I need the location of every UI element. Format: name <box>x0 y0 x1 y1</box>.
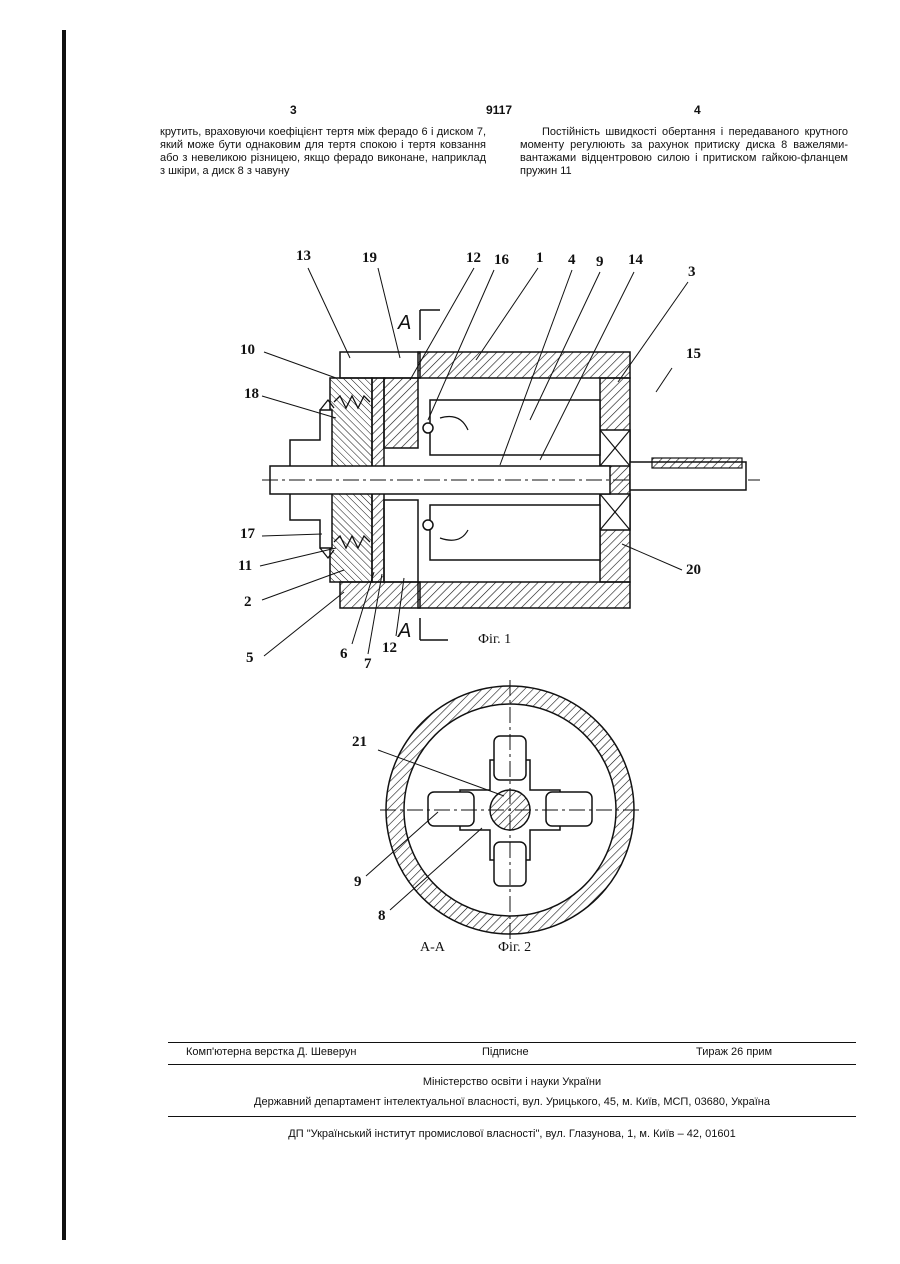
section-name: А-А <box>420 940 445 956</box>
layout-credit: Комп'ютерна верстка Д. Шеверун <box>186 1046 356 1058</box>
signed-note: Підписне <box>482 1046 529 1058</box>
footer-divider-bottom <box>168 1116 856 1117</box>
footer-divider-top <box>168 1042 856 1043</box>
fig2-label: 8 <box>378 908 386 925</box>
print-run: Тираж 26 прим <box>696 1046 772 1058</box>
department-address: Державний департамент інтелектуальної вл… <box>168 1096 856 1108</box>
fig2-label: 21 <box>352 734 367 751</box>
ministry: Міністерство освіти і науки України <box>168 1076 856 1088</box>
institute-address: ДП "Український інститут промислової вла… <box>168 1128 856 1140</box>
figure-2-caption: Фіг. 2 <box>498 940 531 956</box>
footer-divider-middle <box>168 1064 856 1065</box>
fig2-label: 9 <box>354 874 362 891</box>
